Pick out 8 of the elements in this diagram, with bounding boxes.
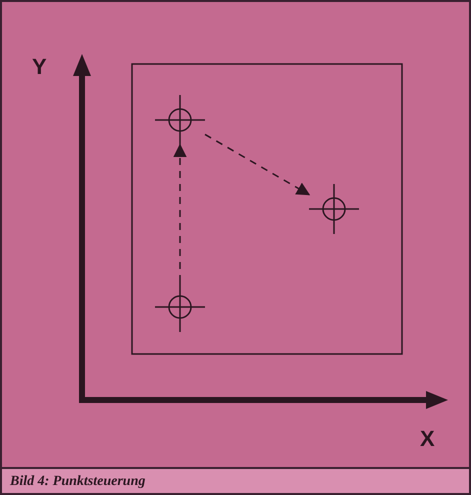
caption: Bild 4: Punktsteuerung <box>10 472 146 490</box>
axis-label: X <box>420 425 435 453</box>
dashed-arrow <box>173 144 187 282</box>
crosshair-target <box>155 95 205 145</box>
crosshair-target <box>309 184 359 234</box>
crosshair-target <box>155 282 205 332</box>
dashed-arrow <box>204 134 310 196</box>
axis-label: Y <box>32 53 47 81</box>
